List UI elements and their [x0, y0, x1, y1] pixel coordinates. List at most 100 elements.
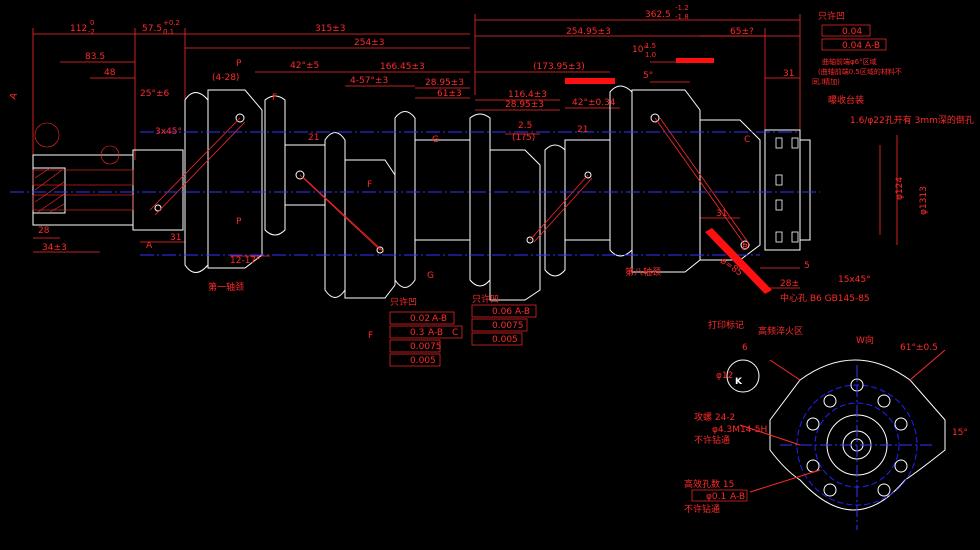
mark-f3: F: [368, 331, 373, 341]
dim-10b: 1.0: [645, 51, 656, 59]
dim-21b: 21: [577, 125, 588, 135]
fcf2-v4: C: [452, 328, 458, 338]
center-hole: 中心孔 B6 GB145-85: [780, 292, 870, 304]
ab-ref: A-B: [730, 492, 745, 502]
dim-48: 48: [104, 68, 116, 78]
eighth-journal: 第八轴颈: [625, 266, 661, 278]
dim-57-tol-bot: 0.1: [163, 28, 174, 36]
dim-25b: 2.5: [518, 121, 532, 131]
note2: (曲轴前端0.5区域的材料不: [818, 67, 902, 76]
dim-15a: 1.5: [645, 42, 656, 50]
dim-10: 10°: [632, 45, 648, 55]
dim-d01: φ0.1: [706, 492, 726, 502]
oil-passages: [149, 117, 751, 253]
fcf2-v3: A-B: [428, 328, 443, 338]
labels: 只许凹 0.04 0.04 A-B 曲轴前端φ6°区域 (曲轴前端0.5区域的材…: [146, 10, 974, 515]
dim-254: 254±3: [354, 38, 384, 48]
dim-65: 65±?: [730, 27, 754, 37]
dim-42b: 42°±0.34: [572, 98, 616, 108]
fcf3-v1: A-B: [515, 307, 530, 317]
main-journal: 第一轴颈: [208, 281, 244, 293]
dim-17: (1?5): [512, 133, 535, 143]
dim-1164: 116.4±3: [508, 90, 547, 100]
front-end-section: [32, 122, 134, 213]
dim-34: 34±3: [42, 243, 67, 253]
mark-p1: P: [236, 59, 242, 69]
dim-83: 83.5: [85, 52, 105, 62]
mark-f2: F: [367, 180, 372, 190]
induction: 高频淬火区: [758, 325, 803, 337]
dimension-lines: [32, 14, 898, 289]
fcf2-v5: 0.0075: [410, 342, 442, 352]
dim-5b: 5: [804, 261, 810, 271]
dim-362: 362.5: [645, 10, 671, 20]
fcf2-v6: 0.005: [410, 356, 436, 366]
no-drill-2: 不许钻通: [684, 503, 720, 515]
dim-3x45: 3x45°: [155, 127, 182, 137]
fcf3-v3: 0.005: [492, 335, 518, 345]
mark-g1: G: [432, 135, 439, 145]
dim-d1313: φ1313: [919, 186, 929, 215]
only-permit-2: 只许凹: [390, 296, 417, 308]
hit-mark: 打印标记: [708, 319, 744, 331]
fcf3-v0: 0.06: [492, 307, 512, 317]
crankshaft-outline: [32, 85, 811, 301]
dim-42a: 42°±5: [290, 61, 319, 71]
dim-25495: 254.95±3: [566, 27, 611, 37]
fcf1-b: 0.04: [842, 41, 862, 51]
fcf1-ref: A-B: [865, 41, 880, 51]
dim-362-tol-top: -1.2: [675, 4, 689, 12]
no-drill: 不许钻通: [694, 434, 730, 446]
dim-315: 315±3: [315, 24, 345, 34]
dim-57: 57.5: [142, 24, 162, 34]
highlight-bars: [565, 58, 772, 294]
note1: 曲轴前端φ6°区域: [822, 57, 877, 66]
mark-p2: P: [236, 217, 242, 227]
dim-15x45: 15x45°: [838, 275, 871, 285]
tap-thread: 攻螺 24-2: [694, 411, 735, 423]
hole-note: 1.6/φ22孔开有 3mm深的倒孔: [850, 114, 974, 126]
dim-d124: φ124: [895, 177, 905, 200]
dim-457: 4-57°±3: [350, 76, 388, 86]
dim-25: 25°±6: [140, 89, 169, 99]
fcf1-a: 0.04: [842, 27, 862, 37]
dim-16645: 166.45±3: [380, 62, 425, 72]
dim-61: 61±3: [437, 89, 462, 99]
dim-d6: 6: [742, 343, 748, 353]
note3: 同,l精加): [812, 77, 840, 86]
mark-g2: G: [427, 271, 434, 281]
mark-b: B: [742, 243, 748, 253]
dim-28b: 28±: [780, 279, 799, 289]
fcf2-v1: A-B: [432, 314, 447, 324]
dim-d12: φ12: [716, 371, 733, 381]
center-axis: [10, 131, 820, 256]
mark-k: K: [735, 377, 743, 387]
high-tap: 高效孔数 15: [684, 478, 734, 490]
mark-f1: F: [272, 93, 277, 103]
dim-1217: 12-17°: [230, 256, 261, 266]
mark-a: A: [146, 241, 153, 251]
dim-112: 112: [70, 24, 87, 34]
dim-31c: 31: [716, 209, 727, 219]
only-permit-3: 只许凹: [472, 293, 499, 305]
left-mark: A: [8, 91, 20, 101]
mark-c: C: [744, 135, 750, 145]
only-permit-top: 只许凹: [818, 10, 845, 22]
dim-57-tol-top: +0.2: [163, 19, 180, 27]
w-view: W向: [856, 334, 874, 346]
left-markers: A: [8, 91, 20, 101]
angle-61: 61°±0.5: [900, 343, 938, 353]
fcf3-v2: 0.0075: [492, 321, 524, 331]
fcf2-v0: 0.02: [410, 314, 430, 324]
flange-side-view: [775, 137, 799, 243]
angle-15: 15°: [952, 428, 968, 438]
dim-2895b: 28.95±3: [505, 100, 544, 110]
dim-2895a: 28.95±3: [425, 78, 464, 88]
w-view: [739, 349, 946, 530]
dim-21a: 21: [308, 133, 319, 143]
dim-m14: φ4.3M14-5H: [712, 425, 767, 435]
dim-28: 28: [38, 226, 50, 236]
dim-31b: 31: [170, 233, 181, 243]
dimension-text: 112 0 -2 57.5 +0.2 0.1 315±3 254±3 362.5…: [38, 4, 871, 289]
